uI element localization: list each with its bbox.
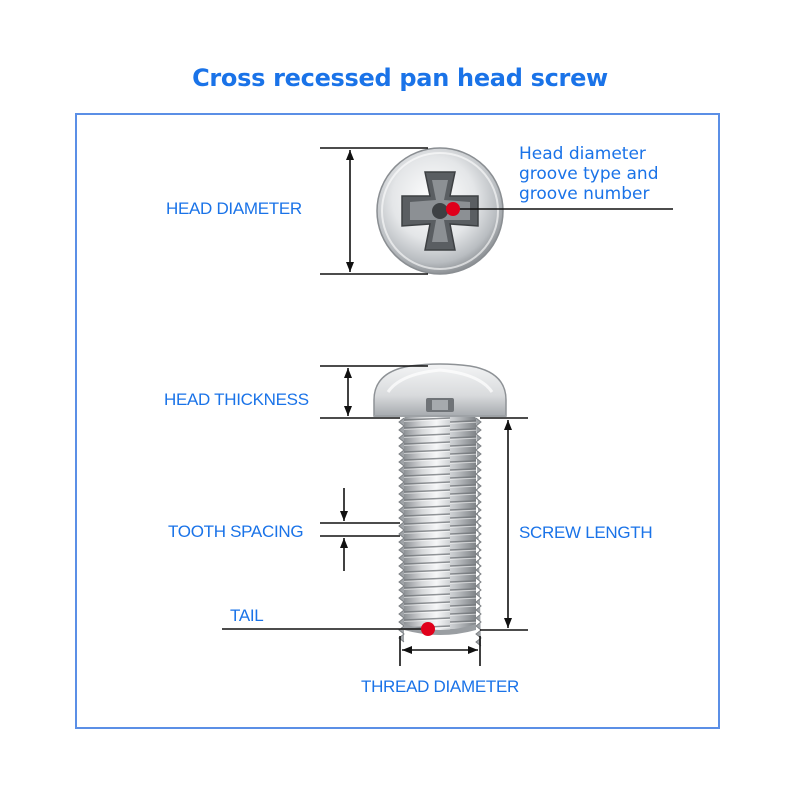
label-head-description-line: groove number [519,184,650,204]
diagram-frame [75,113,720,729]
tail-marker-dot [421,622,435,636]
label-head-description: Head diameter groove type and groove num… [519,144,659,204]
label-head-description-line: groove type and [519,164,659,184]
screw-side-view [373,363,507,647]
label-screw-length: SCREW LENGTH [519,523,653,542]
label-head-description-line: Head diameter [519,144,646,164]
label-head-thickness: HEAD THICKNESS [164,390,309,409]
dimension-lines [222,147,673,666]
label-thread-diameter: THREAD DIAMETER [361,677,519,696]
dimension-arrowheads [340,150,512,654]
page-title: Cross recessed pan head screw [192,64,608,92]
label-tail: TAIL [230,606,264,625]
screw-head-top-view [376,147,504,275]
head-marker-dot [446,202,460,216]
label-tooth-spacing: TOOTH SPACING [168,522,304,541]
label-head-diameter: HEAD DIAMETER [166,199,302,218]
